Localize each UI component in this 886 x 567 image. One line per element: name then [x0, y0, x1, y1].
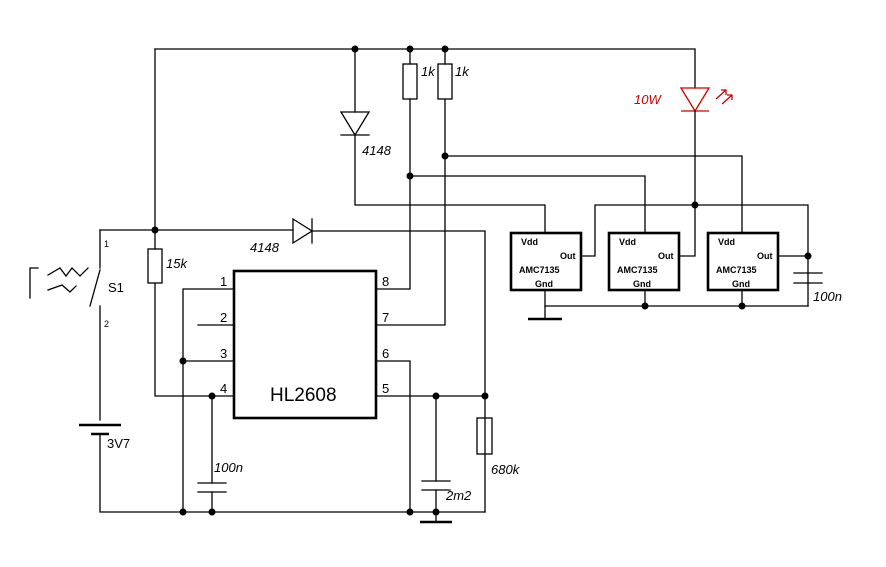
- ic-hl2608: HL2608 1 2 3 4 5 6 7 8: [182, 269, 486, 513]
- diode-input-label: 4148: [250, 240, 280, 255]
- resistor-1k-a: 1k: [375, 48, 436, 290]
- diode-top: 4148: [339, 48, 546, 234]
- ic-name: HL2608: [270, 385, 337, 406]
- resistor-680k: 680k: [476, 417, 521, 477]
- reg-gnd-bus: [544, 289, 809, 307]
- switch-pin1: 1: [104, 239, 109, 249]
- reg1-vdd: Vdd: [521, 237, 538, 247]
- capacitor-2m2: 2m2: [420, 395, 472, 524]
- pin-5: 5: [382, 381, 389, 396]
- battery-3v7: 3V7: [79, 423, 486, 513]
- capacitor-100n-right: 100n: [793, 272, 842, 307]
- pin-3: 3: [220, 346, 227, 361]
- regulator-3: Vdd Out AMC7135 Gnd: [706, 231, 780, 292]
- cap-2m2-label: 2m2: [445, 488, 472, 503]
- cap-100n-right-label: 100n: [813, 289, 842, 304]
- top-rail: [154, 48, 696, 231]
- out-bus: [580, 204, 809, 284]
- led-label: 10W: [634, 92, 662, 107]
- reg3-name: AMC7135: [716, 265, 757, 275]
- wire-ctrl-reg2: [409, 175, 646, 234]
- reg2-gnd: Gnd: [633, 279, 651, 289]
- pin-7: 7: [382, 310, 389, 325]
- pin-2: 2: [220, 310, 227, 325]
- reg1-gnd: Gnd: [535, 279, 553, 289]
- switch-pin2: 2: [104, 319, 109, 329]
- pin-1: 1: [220, 274, 227, 289]
- reg3-out: Out: [757, 251, 773, 261]
- reg2-out: Out: [658, 251, 674, 261]
- resistor-1k-b: 1k: [375, 48, 470, 326]
- regulator-2: Vdd Out AMC7135 Gnd: [607, 231, 681, 292]
- switch-s1: S1 1 2: [29, 229, 124, 421]
- resistor-1k-b-label: 1k: [455, 64, 470, 79]
- resistor-680k-label: 680k: [491, 462, 521, 477]
- diode-top-label: 4148: [362, 143, 392, 158]
- reg2-name: AMC7135: [617, 265, 658, 275]
- led-10w: 10W: [634, 87, 733, 257]
- junction-dots: [151, 45, 812, 516]
- wire-ctrl-reg3: [444, 155, 743, 234]
- reg3-vdd: Vdd: [718, 237, 735, 247]
- reg1-out: Out: [560, 251, 576, 261]
- switch-label: S1: [108, 280, 124, 295]
- reg1-name: AMC7135: [519, 265, 560, 275]
- resistor-1k-a-label: 1k: [421, 64, 436, 79]
- resistor-15k-label: 15k: [166, 256, 188, 271]
- capacitor-100n-left: 100n: [197, 395, 243, 513]
- pin-4: 4: [220, 381, 227, 396]
- regulator-1: Vdd Out AMC7135 Gnd: [509, 231, 583, 292]
- pin-8: 8: [382, 274, 389, 289]
- battery-label: 3V7: [107, 436, 130, 451]
- pin-6: 6: [382, 346, 389, 361]
- cap-100n-left-label: 100n: [214, 460, 243, 475]
- reg3-gnd: Gnd: [732, 279, 750, 289]
- reg2-vdd: Vdd: [619, 237, 636, 247]
